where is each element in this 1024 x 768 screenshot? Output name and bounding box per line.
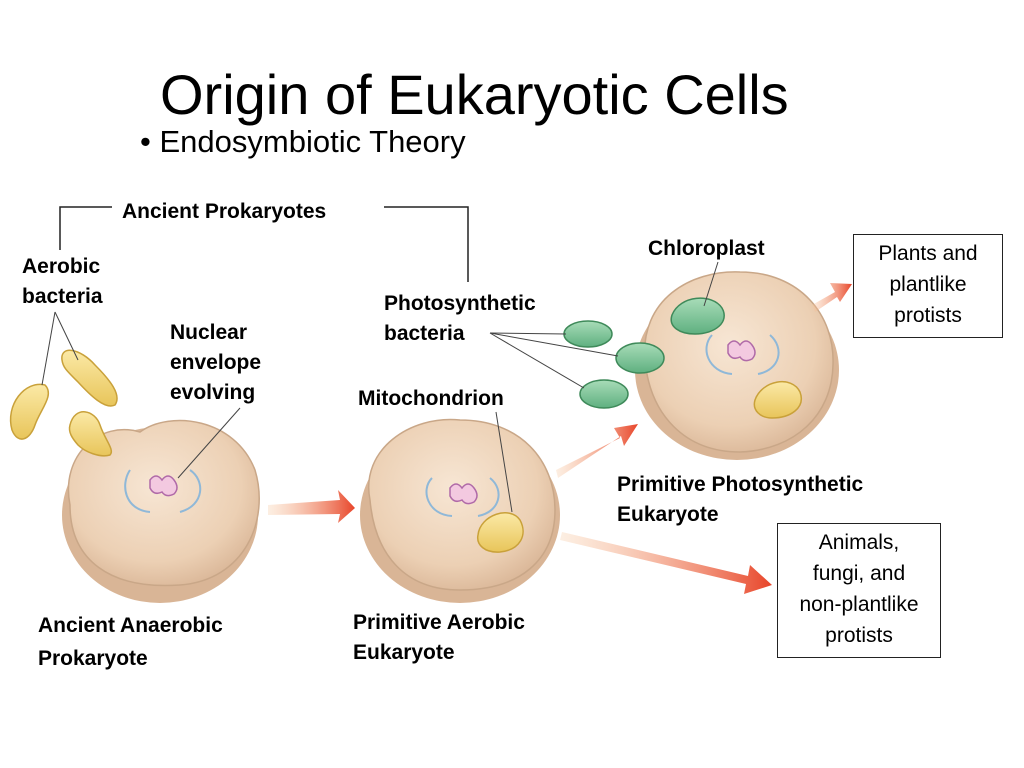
mitochondrion-icon (753, 381, 803, 419)
bullet-text: Endosymbiotic Theory (159, 124, 466, 159)
dna-icon (727, 340, 756, 362)
aerobic-eukaryote-cell (360, 418, 560, 603)
label-ancient-prokaryotes: Ancient Prokaryotes (122, 200, 327, 223)
aerobic-bacteria (9, 349, 118, 457)
chloroplast-pointer (703, 261, 719, 307)
bullet-icon: • (140, 124, 151, 159)
aerobic-pointer (41, 311, 79, 386)
photosynthetic-pointer (489, 332, 619, 389)
label-primitive-photosynthetic-eukaryote: Primitive Photosynthetic Eukaryote (617, 473, 864, 526)
label-aerobic-bacteria: Aerobic bacteria (22, 255, 103, 308)
ancient-prokaryotes-bracket (59, 206, 469, 282)
label-ancient-anaerobic-prokaryote: Ancient Anaerobic Prokaryote (38, 614, 223, 670)
chloroplast-icon (670, 297, 725, 335)
label-nuclear-envelope: Nuclear envelope evolving (170, 321, 262, 404)
animals-outcome-box: Animals, fungi, and non-plantlike protis… (777, 523, 941, 658)
photosynthetic-bacteria (563, 320, 665, 409)
arrow-to-animals (560, 532, 772, 594)
dna-icon (449, 483, 478, 505)
anaerobic-cell (62, 419, 260, 603)
arrow-to-plants (812, 283, 852, 312)
label-mitochondrion: Mitochondrion (358, 387, 504, 410)
mitochondrion-icon (477, 512, 524, 553)
label-primitive-aerobic-eukaryote: Primitive Aerobic Eukaryote (353, 611, 525, 664)
nuclear-envelope-pointer (177, 407, 241, 479)
dna-icon (149, 475, 178, 497)
page-title: Origin of Eukaryotic Cells (160, 63, 789, 126)
arrow-to-photosynthetic (556, 424, 638, 478)
arrow-to-aerobic (268, 490, 355, 523)
envelope-fragment (179, 469, 202, 513)
photosynthetic-eukaryote-cell (635, 271, 839, 460)
plants-outcome-box: Plants and plantlike protists (853, 234, 1003, 338)
label-photosynthetic-bacteria: Photosynthetic bacteria (384, 292, 536, 345)
envelope-fragment (124, 469, 151, 513)
bullet-item: • Endosymbiotic Theory (140, 124, 466, 160)
mitochondrion-pointer (495, 411, 513, 513)
label-chloroplast: Chloroplast (648, 237, 765, 260)
